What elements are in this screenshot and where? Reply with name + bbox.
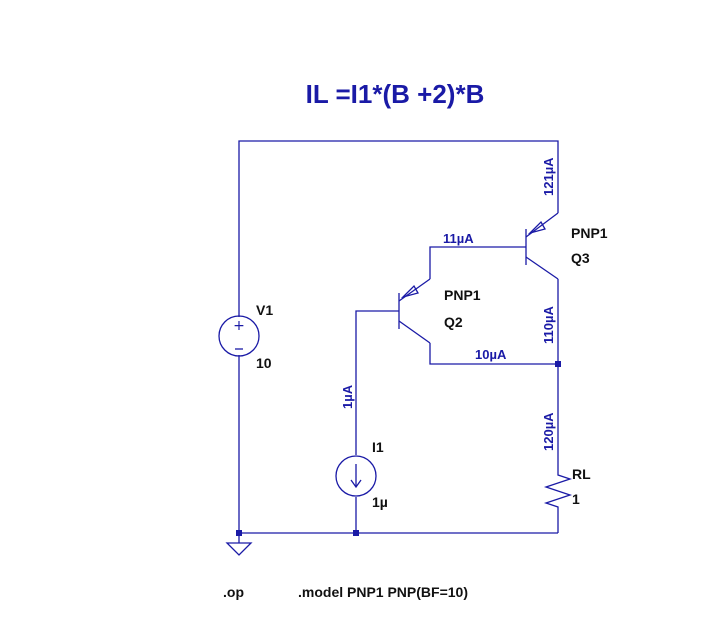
ground-symbol[interactable]	[225, 533, 253, 556]
transistor-q2[interactable]	[398, 278, 431, 344]
emitter-arrow-icon	[400, 284, 419, 299]
current-label-q3-emitter: 121µA	[541, 157, 556, 196]
wire-top-rail	[238, 140, 559, 313]
i1-name-label: I1	[372, 439, 384, 455]
voltage-source-v1[interactable]: +	[218, 313, 260, 357]
plus-icon: +	[233, 318, 245, 334]
i1-value-label: 1µ	[372, 494, 388, 510]
wire-q2-collector	[429, 343, 558, 365]
transistor-q3[interactable]	[525, 212, 559, 280]
wires	[238, 140, 559, 534]
q2-model-label: PNP1	[444, 287, 481, 303]
current-label-q3-base: 11µA	[443, 231, 474, 246]
emitter-arrow-icon	[527, 220, 546, 235]
current-source-i1[interactable]	[335, 455, 377, 497]
wire-q2-base-i1	[355, 310, 398, 455]
junction-dot-ground-mid	[353, 530, 359, 536]
current-label-q3-collector: 110µA	[541, 306, 556, 344]
directive-model[interactable]: .model PNP1 PNP(BF=10)	[298, 584, 468, 600]
directive-op[interactable]: .op	[223, 584, 244, 600]
current-label-q2-collector: 10µA	[475, 347, 507, 362]
v1-name-label: V1	[256, 302, 273, 318]
rl-value-label: 1	[572, 491, 580, 507]
current-label-i1: 1µA	[340, 384, 355, 409]
formula-title: IL =I1*(B +2)*B	[306, 79, 485, 109]
current-label-rl: 120µA	[541, 412, 556, 451]
q3-model-label: PNP1	[571, 225, 608, 241]
junction-dot-output-node	[555, 361, 561, 367]
resistor-rl[interactable]	[543, 469, 573, 513]
q3-name-label: Q3	[571, 250, 590, 266]
v1-value-label: 10	[256, 355, 272, 371]
wire-q3-base-q2-emitter	[429, 246, 526, 279]
rl-name-label: RL	[572, 466, 591, 482]
q2-name-label: Q2	[444, 314, 463, 330]
